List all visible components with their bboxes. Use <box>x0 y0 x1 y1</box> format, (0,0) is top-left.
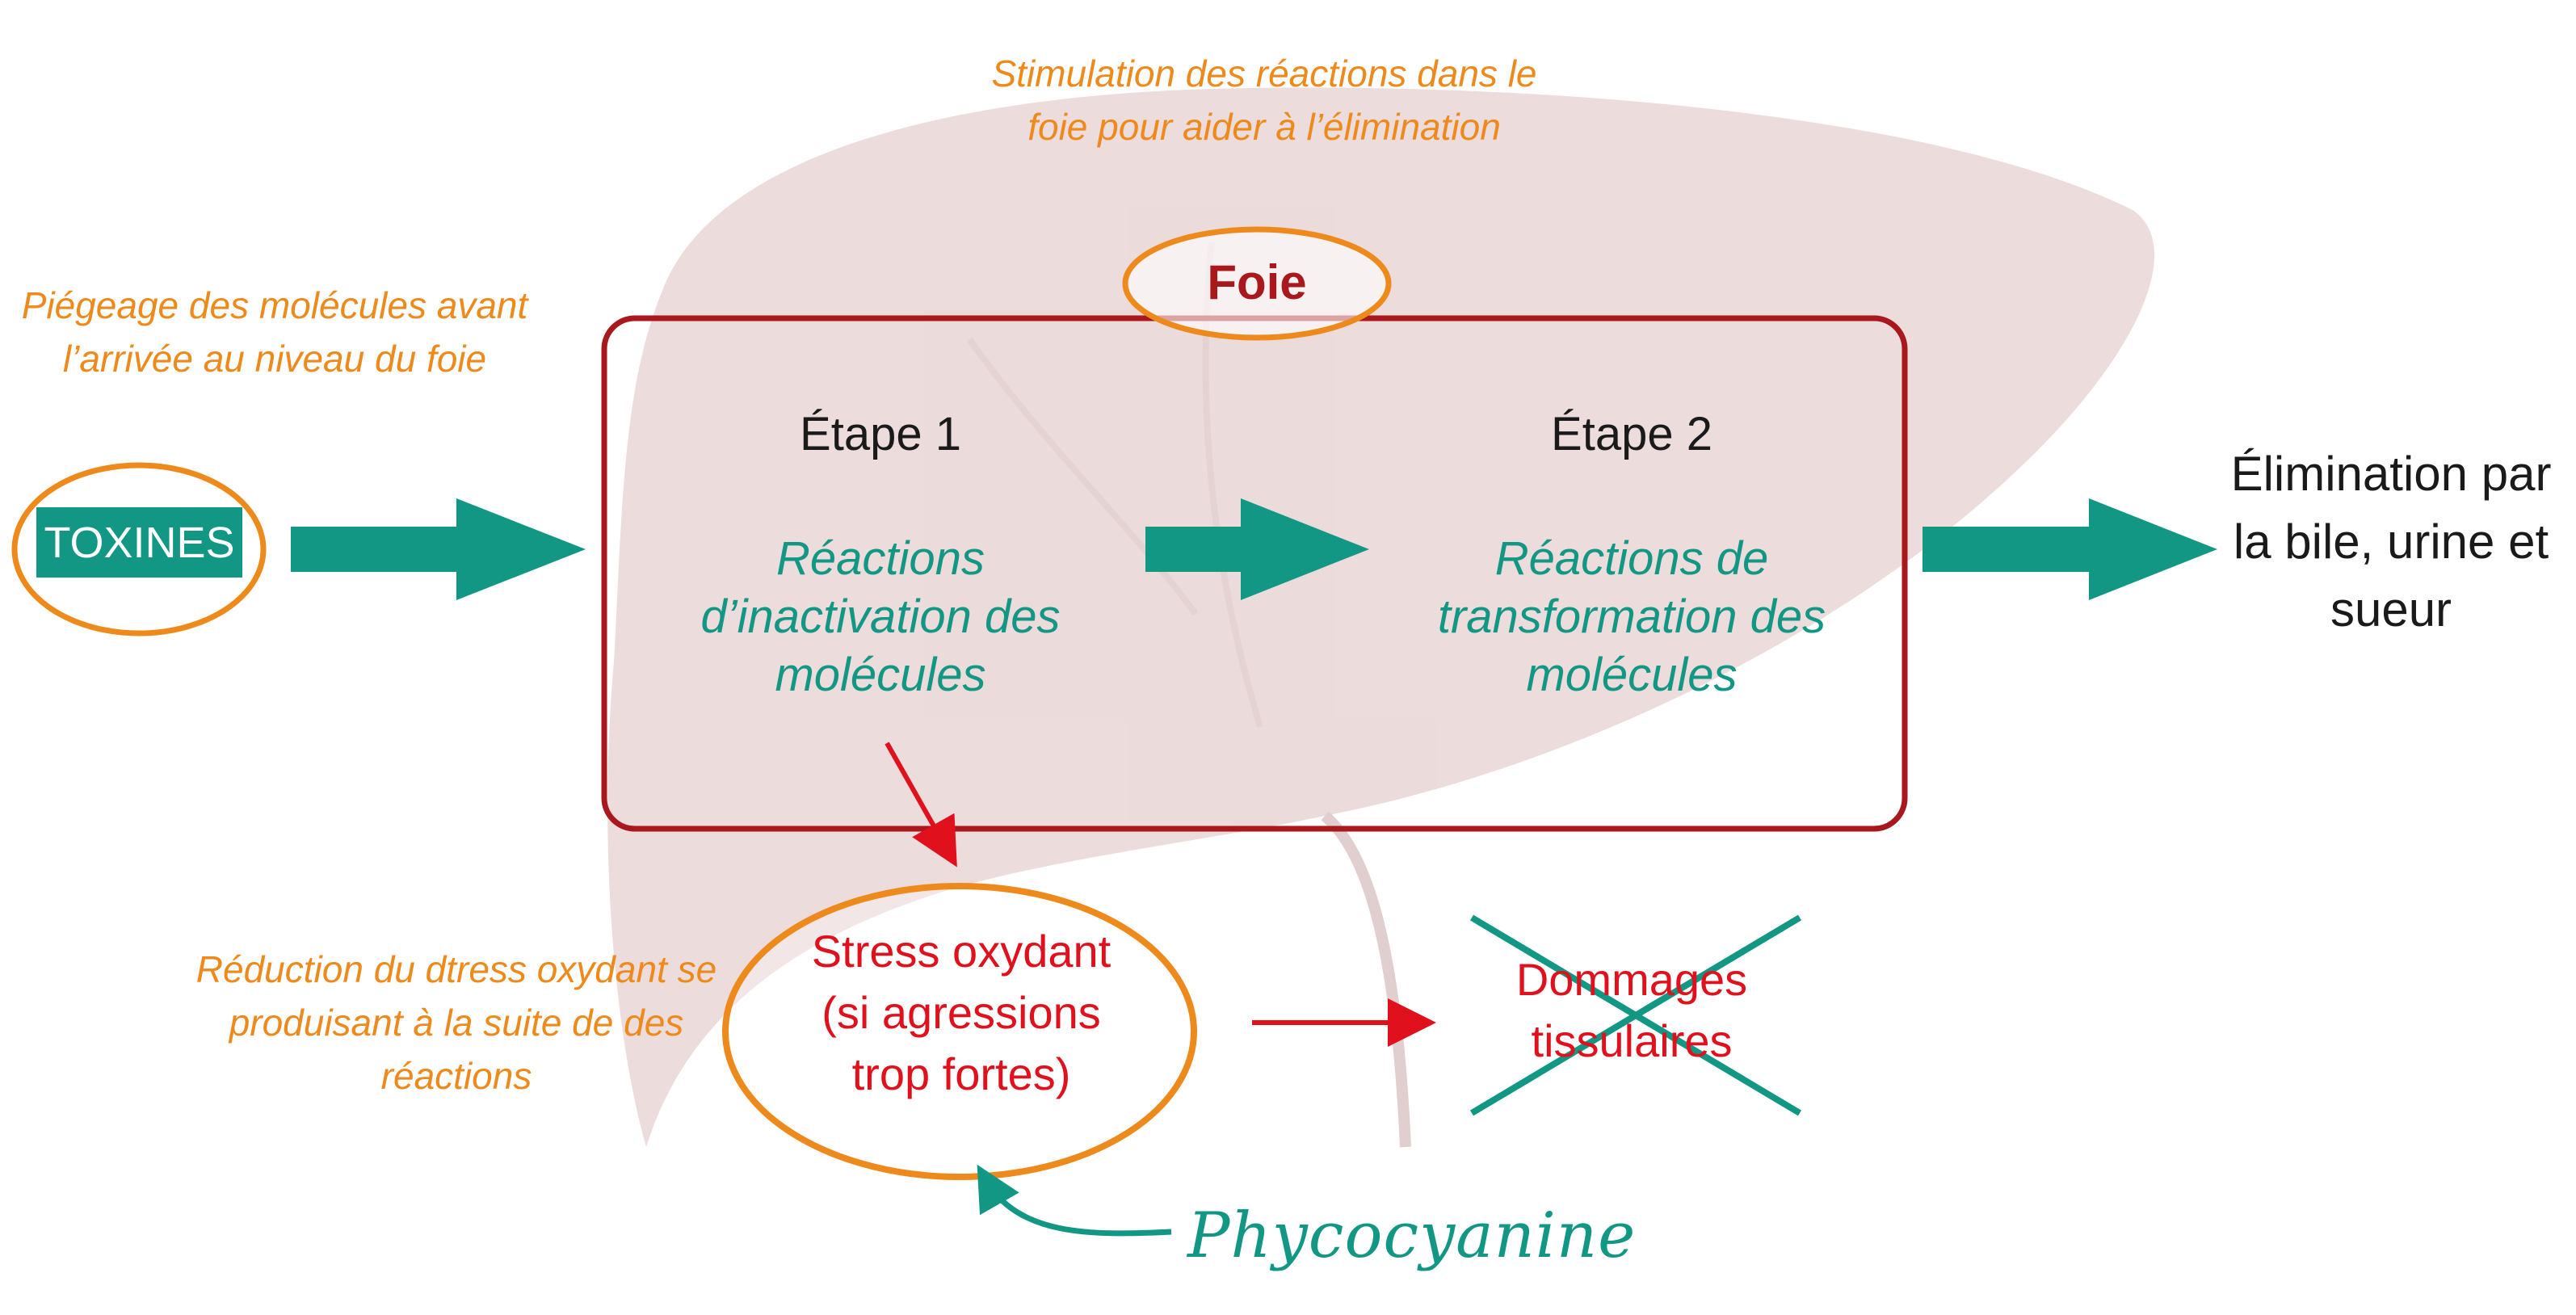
etape1-text: Réactions d’inactivation des molécules <box>700 532 1061 701</box>
dommages-text: Dommages tissulaires <box>1515 954 1748 1066</box>
note-piegeage: Piégeage des molécules avant l’arrivée a… <box>21 284 528 380</box>
cross-line-2 <box>1469 914 1802 1116</box>
note-reduction: Réduction du dtress oxydant se produisan… <box>195 948 717 1097</box>
arrow-phycocyanine-to-stress <box>977 1164 1172 1237</box>
toxines-highlight <box>36 507 242 578</box>
phycocyanine-label: Phycocyanine <box>1187 1199 1637 1272</box>
arrow-toxines-to-etape1 <box>291 498 586 600</box>
stress-ellipse <box>722 883 1197 1180</box>
arrow-etape1-to-etape2 <box>1145 498 1369 600</box>
note-stimulation: Stimulation des réactions dans le foie p… <box>991 53 1537 148</box>
elimination-text: Élimination par la bile, urine et sueur <box>2230 447 2552 636</box>
toxines-label: TOXINES <box>44 519 235 567</box>
stress-text: Stress oxydant (si agressions trop forte… <box>811 926 1112 1099</box>
arrow-etape2-to-elimination <box>1923 498 2217 600</box>
foie-ellipse <box>1122 226 1392 341</box>
etape1-title: Étape 1 <box>800 408 961 460</box>
etape2-title: Étape 2 <box>1551 408 1712 460</box>
foie-label: Foie <box>1207 255 1307 309</box>
toxines-ellipse <box>11 462 267 636</box>
arrow-etape1-to-stress <box>885 742 957 868</box>
etape2-text: Réactions de transformation des molécule… <box>1437 532 1826 701</box>
